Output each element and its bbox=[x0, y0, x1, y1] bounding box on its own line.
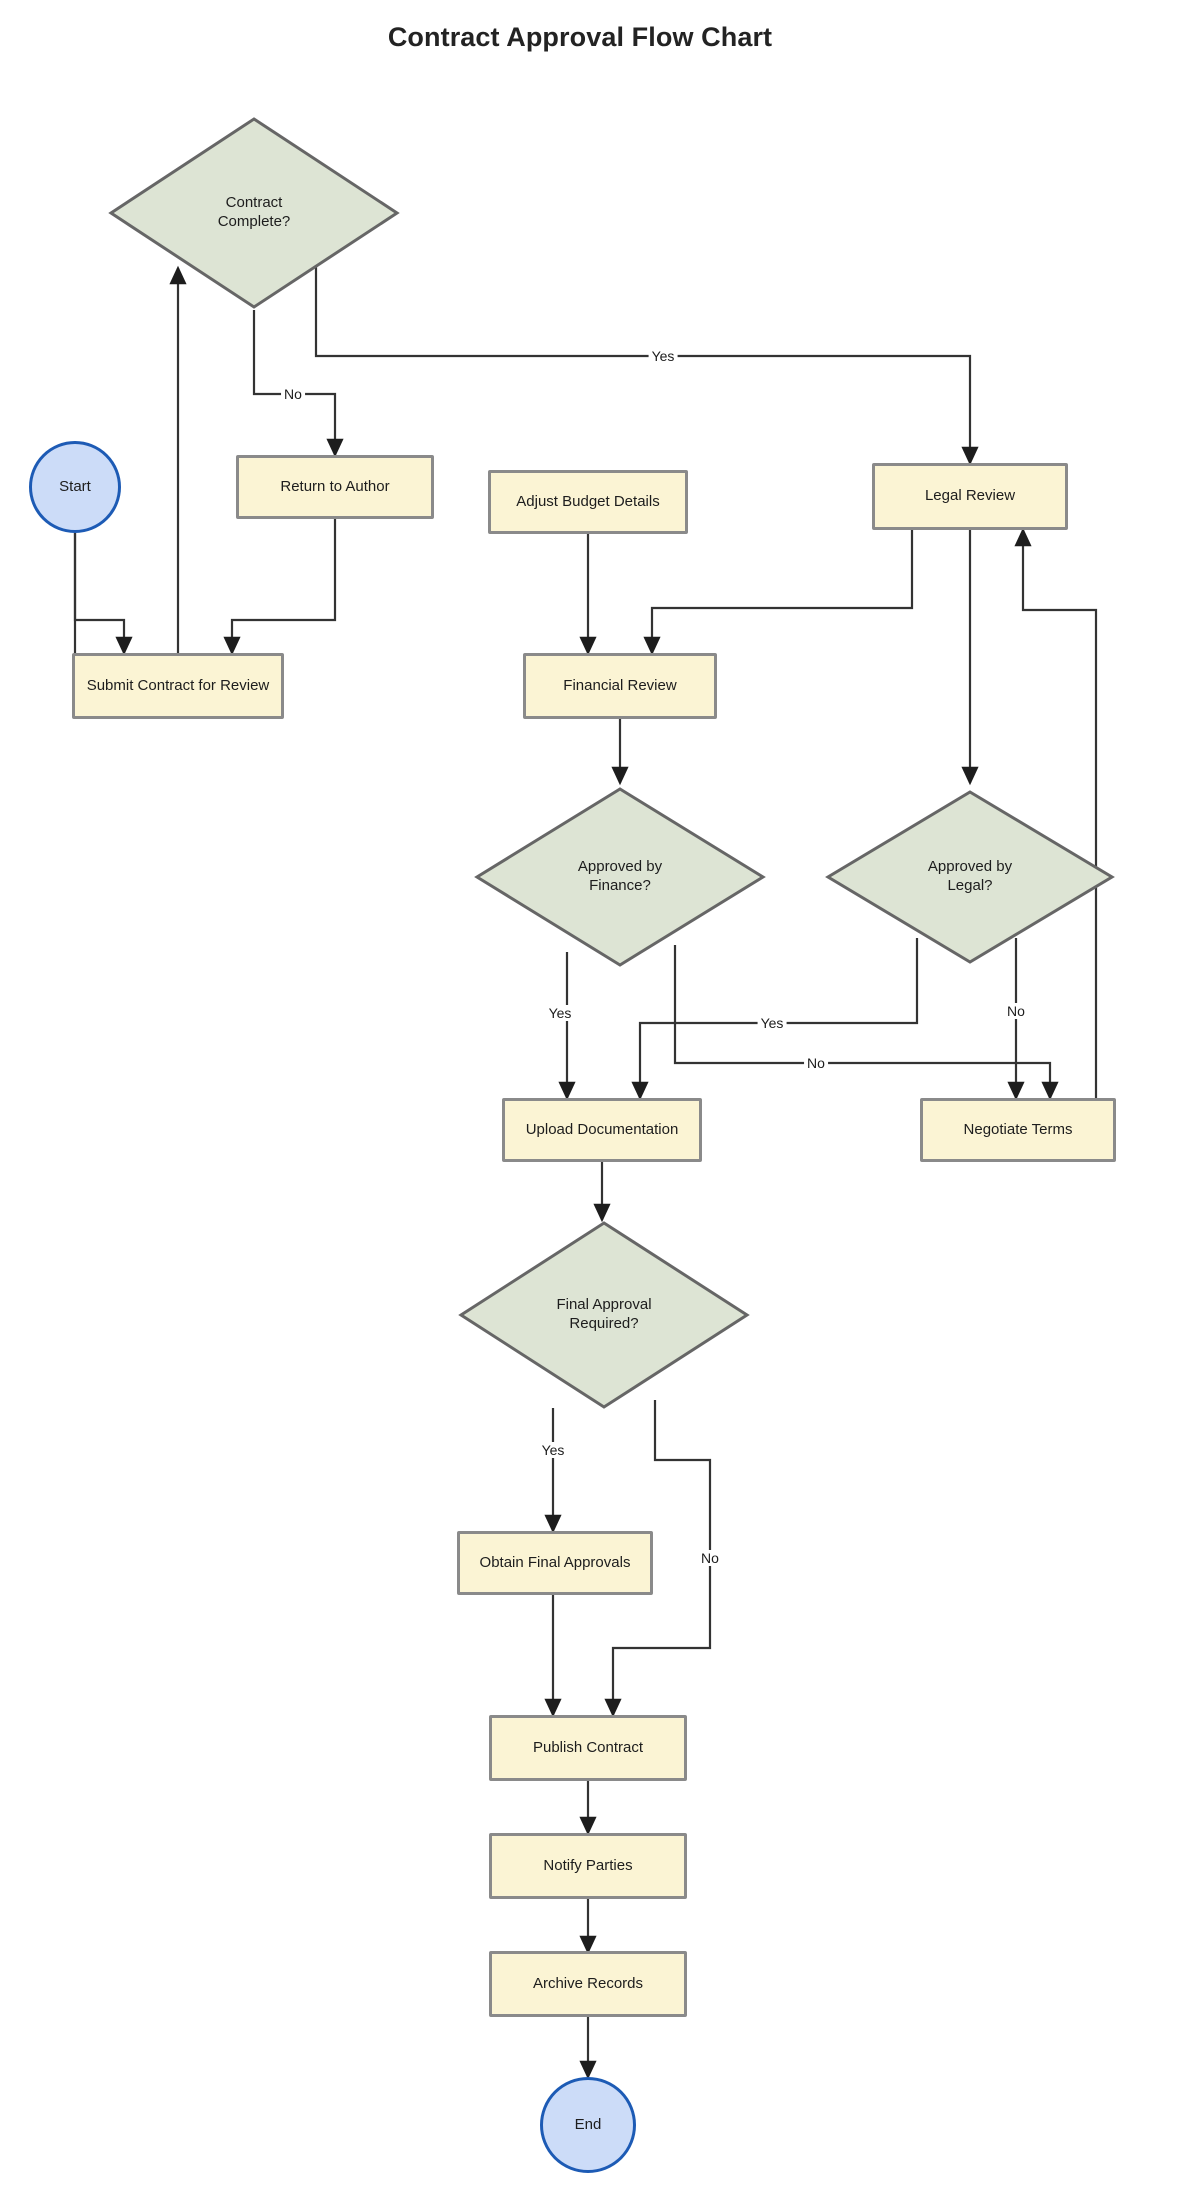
node-label-line1: Final Approval bbox=[556, 1296, 652, 1314]
page-title: Contract Approval Flow Chart bbox=[387, 22, 773, 52]
diamond-shape bbox=[458, 1221, 750, 1409]
node-legal-review[interactable]: Legal Review bbox=[872, 463, 1068, 530]
node-label-line2: Finance? bbox=[589, 877, 651, 894]
edge-legal-to-financial bbox=[643, 530, 914, 656]
node-archive-records[interactable]: Archive Records bbox=[489, 1951, 687, 2017]
node-label: Upload Documentation bbox=[525, 1120, 679, 1138]
edge-label-final-no: No bbox=[698, 1550, 722, 1566]
node-label: Publish Contract bbox=[532, 1738, 644, 1756]
node-contract-complete[interactable]: Contract Complete? bbox=[108, 116, 400, 310]
node-return-to-author[interactable]: Return to Author bbox=[236, 455, 434, 519]
diamond-shape bbox=[474, 787, 766, 967]
node-label: Financial Review bbox=[563, 676, 677, 694]
node-submit-contract-for-review[interactable]: Submit Contract for Review bbox=[72, 653, 284, 719]
node-notify-parties[interactable]: Notify Parties bbox=[489, 1833, 687, 1899]
node-label: Start bbox=[59, 477, 91, 495]
edge-return-to-submit bbox=[223, 519, 337, 656]
edge-label-contract-complete-yes: Yes bbox=[648, 348, 678, 364]
node-label: Submit Contract for Review bbox=[86, 676, 270, 694]
edge-label-contract-complete-no: No bbox=[281, 386, 305, 402]
diamond-shape bbox=[825, 790, 1115, 964]
node-approved-by-finance[interactable]: Approved by Finance? bbox=[474, 786, 766, 968]
node-label-line1: Approved by bbox=[927, 858, 1013, 876]
edge-label-final-yes: Yes bbox=[538, 1442, 568, 1458]
node-label-line2: Legal? bbox=[947, 877, 993, 894]
node-label: Negotiate Terms bbox=[963, 1120, 1073, 1138]
node-label: End bbox=[574, 2115, 602, 2133]
node-label: Adjust Budget Details bbox=[516, 492, 660, 510]
node-label-line1: Approved by bbox=[577, 858, 663, 876]
node-label: Return to Author bbox=[280, 477, 390, 495]
node-negotiate-terms[interactable]: Negotiate Terms bbox=[920, 1098, 1116, 1162]
node-financial-review[interactable]: Financial Review bbox=[523, 653, 717, 719]
node-start[interactable]: Start bbox=[29, 441, 121, 533]
node-label-line1: Contract bbox=[225, 194, 283, 212]
node-end[interactable]: End bbox=[540, 2077, 636, 2173]
node-label: Contract Complete? bbox=[210, 194, 299, 232]
node-label: Legal Review bbox=[924, 487, 1016, 505]
edge-contract-complete-no bbox=[252, 310, 344, 458]
edge-label-finance-no: No bbox=[804, 1055, 828, 1071]
edge-start-to-submit-arrow bbox=[73, 533, 133, 656]
node-label-line2: Required? bbox=[569, 1315, 639, 1332]
node-label: Final Approval Required? bbox=[548, 1296, 659, 1334]
node-label: Approved by Legal? bbox=[920, 858, 1020, 896]
edge-label-finance-yes: Yes bbox=[545, 1005, 575, 1021]
node-adjust-budget-details[interactable]: Adjust Budget Details bbox=[488, 470, 688, 534]
node-label-line2: Complete? bbox=[217, 213, 291, 230]
edge-label-legal-yes: Yes bbox=[757, 1015, 787, 1031]
node-label: Notify Parties bbox=[543, 1856, 633, 1874]
node-obtain-final-approvals[interactable]: Obtain Final Approvals bbox=[457, 1531, 653, 1595]
node-upload-documentation[interactable]: Upload Documentation bbox=[502, 1098, 702, 1162]
node-approved-by-legal[interactable]: Approved by Legal? bbox=[825, 789, 1115, 965]
node-label: Approved by Finance? bbox=[570, 858, 670, 896]
node-label: Archive Records bbox=[532, 1974, 644, 1992]
edge-contract-complete-yes bbox=[314, 260, 979, 466]
node-publish-contract[interactable]: Publish Contract bbox=[489, 1715, 687, 1781]
node-label: Obtain Final Approvals bbox=[479, 1553, 631, 1571]
edge-label-legal-no: No bbox=[1004, 1003, 1028, 1019]
diamond-shape bbox=[108, 117, 400, 309]
node-final-approval-required[interactable]: Final Approval Required? bbox=[458, 1220, 750, 1410]
